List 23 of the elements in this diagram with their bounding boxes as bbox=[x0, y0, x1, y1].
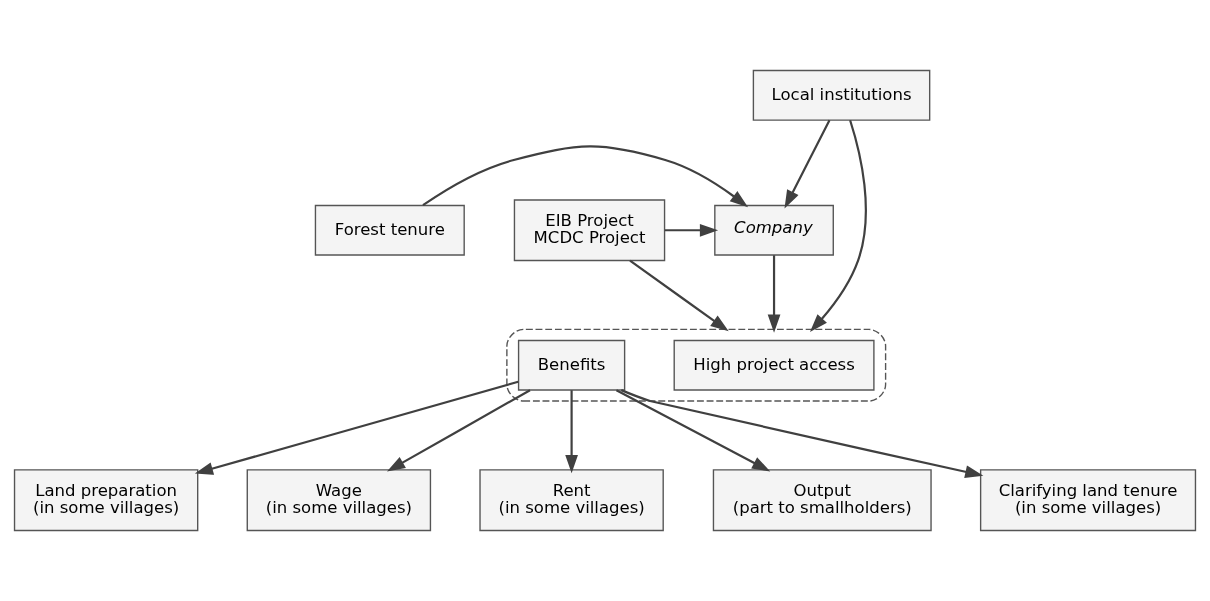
arrow bbox=[784, 119, 831, 209]
arrow bbox=[422, 145, 749, 208]
arrow bbox=[809, 119, 867, 332]
arrow bbox=[194, 380, 519, 475]
arrow bbox=[664, 223, 719, 237]
arrow bbox=[767, 255, 781, 333]
arrow bbox=[629, 259, 729, 332]
node-box: High project access bbox=[673, 339, 875, 391]
arrow bbox=[615, 389, 771, 472]
arrow bbox=[565, 390, 578, 474]
node-box: Benefits bbox=[517, 339, 626, 391]
node-box: Land preparation (in some villages) bbox=[13, 469, 199, 532]
node-box: EIB Project MCDC Project bbox=[513, 199, 666, 262]
node-box: Forest tenure bbox=[314, 204, 465, 256]
arrow bbox=[620, 389, 984, 478]
node-box: Local institutions bbox=[752, 69, 931, 121]
cluster bbox=[506, 328, 887, 402]
arrow bbox=[386, 389, 531, 472]
node-box: Output (part to smallholders) bbox=[712, 469, 932, 532]
node-box: Company bbox=[714, 204, 834, 256]
node-box: Rent (in some villages) bbox=[479, 469, 664, 532]
node-box: Clarifying land tenure (in some villages) bbox=[979, 469, 1197, 532]
node-box: Wage (in some villages) bbox=[246, 469, 432, 532]
